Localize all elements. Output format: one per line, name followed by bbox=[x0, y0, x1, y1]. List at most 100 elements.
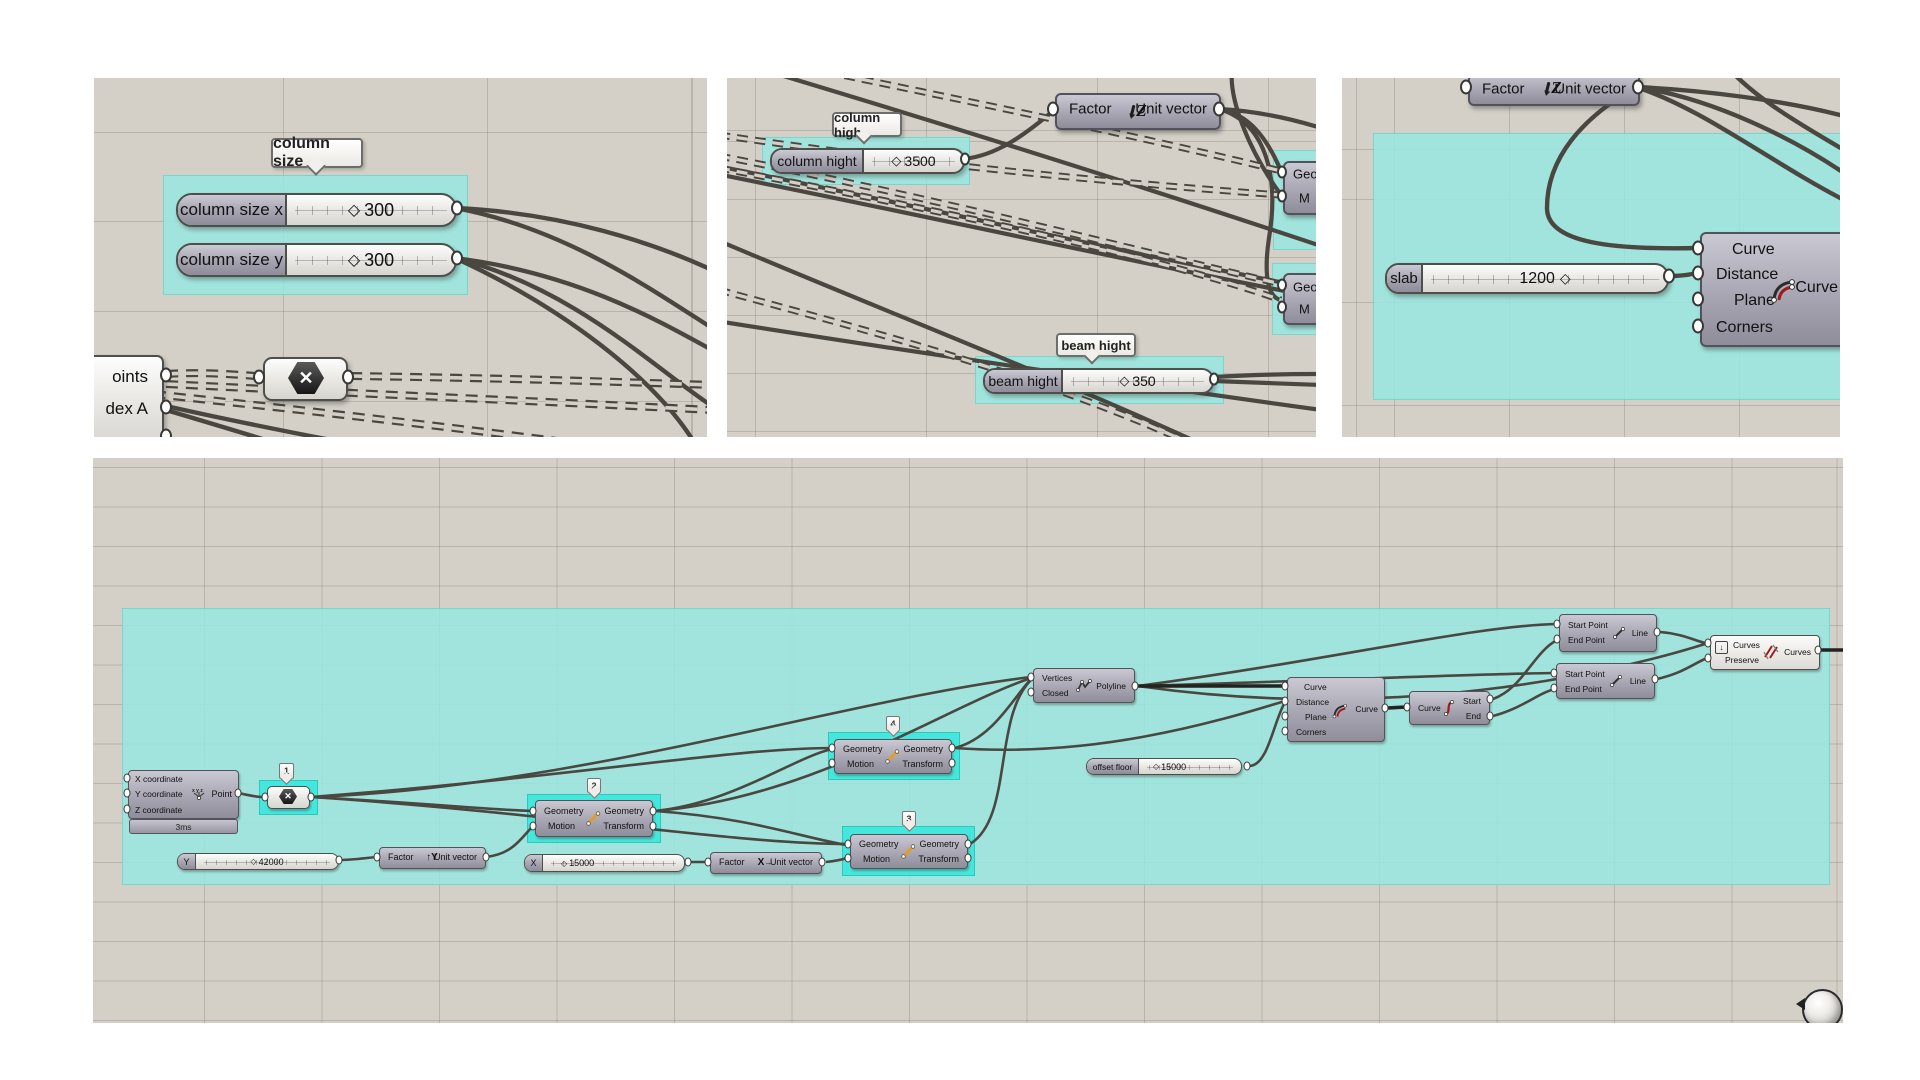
move-component-3[interactable]: Geometry Motion Geometry Transform bbox=[850, 834, 968, 869]
output-nub[interactable] bbox=[1651, 674, 1659, 684]
slider-beam-hight[interactable]: beam hight ◇350 bbox=[983, 368, 1214, 394]
input-nub[interactable] bbox=[1553, 634, 1561, 644]
slider-x[interactable]: X ◇15000 bbox=[524, 854, 685, 872]
input-nub[interactable] bbox=[1277, 300, 1287, 314]
slider-column-size-x[interactable]: column size x ◇300 bbox=[176, 193, 457, 227]
input-nub[interactable] bbox=[529, 806, 537, 816]
output-nub[interactable] bbox=[948, 758, 956, 768]
offset-curve-component[interactable]: Curve Distance Plane Corners Curve bbox=[1287, 677, 1385, 742]
partial-component[interactable]: oints dex A bbox=[94, 355, 164, 437]
output-nub[interactable] bbox=[335, 855, 343, 865]
endpoints-component[interactable]: Curve Start End bbox=[1409, 691, 1490, 725]
slider-track[interactable]: ◇300 bbox=[287, 195, 455, 225]
slider-grip-icon[interactable]: ◇ bbox=[891, 153, 902, 168]
unit-vector-z-component[interactable]: Factor Z Unit vector bbox=[1468, 78, 1640, 106]
input-nub[interactable] bbox=[1027, 687, 1035, 697]
input-nub[interactable] bbox=[1550, 683, 1558, 693]
slider-track[interactable]: ◇300 bbox=[287, 245, 455, 275]
output-nub[interactable] bbox=[964, 853, 972, 863]
slider-column-size-y[interactable]: column size y ◇300 bbox=[176, 243, 457, 277]
slider-grip-icon[interactable]: ◇ bbox=[250, 857, 257, 866]
slider-grip-icon[interactable]: ◇ bbox=[347, 202, 361, 219]
unit-vector-x-component[interactable]: Factor X→ Unit vector bbox=[710, 852, 822, 874]
slider-offset-floor[interactable]: offset floor ◇15000 bbox=[1086, 758, 1242, 775]
output-nub[interactable] bbox=[482, 852, 490, 862]
output-nub[interactable] bbox=[818, 857, 826, 867]
geo-partial-component-2[interactable]: Geo M bbox=[1283, 273, 1316, 325]
output-nub[interactable] bbox=[160, 367, 172, 383]
input-nub[interactable] bbox=[1550, 668, 1558, 678]
output-nub[interactable] bbox=[1213, 101, 1225, 117]
output-nub[interactable] bbox=[307, 792, 315, 802]
output-nub[interactable] bbox=[960, 152, 970, 166]
join-curves-component[interactable]: ↓ Curves Preserve Curves bbox=[1710, 635, 1820, 670]
input-nub[interactable] bbox=[844, 853, 852, 863]
input-nub[interactable] bbox=[1277, 165, 1287, 179]
input-nub[interactable] bbox=[373, 852, 381, 862]
line-component-2[interactable]: Start Point End Point Line bbox=[1556, 663, 1655, 699]
input-nub[interactable] bbox=[1460, 79, 1472, 95]
slider-grip-icon[interactable]: ◇ bbox=[1119, 373, 1130, 388]
input-nub[interactable] bbox=[253, 369, 265, 385]
slider-grip-icon[interactable]: ◇ bbox=[561, 858, 568, 868]
output-nub[interactable] bbox=[1663, 268, 1675, 284]
slider-track[interactable]: ◇15000 bbox=[543, 855, 684, 871]
input-nub[interactable] bbox=[828, 743, 836, 753]
group-name-tag[interactable]: column hight bbox=[832, 110, 902, 145]
multiply-node[interactable]: ✕ bbox=[267, 786, 310, 809]
slider-grip-icon[interactable]: ◇ bbox=[1153, 762, 1160, 771]
input-nub[interactable] bbox=[1553, 619, 1561, 629]
input-nub[interactable] bbox=[1047, 101, 1059, 117]
unit-vector-z-component[interactable]: Factor Z Unit vector bbox=[1055, 93, 1221, 130]
input-nub[interactable] bbox=[1277, 278, 1287, 292]
output-nub[interactable] bbox=[684, 857, 692, 867]
output-nub[interactable] bbox=[948, 743, 956, 753]
construct-point-component[interactable]: X coordinate Y coordinate Z coordinate x… bbox=[128, 770, 239, 819]
input-nub[interactable] bbox=[1403, 702, 1411, 712]
navigation-ball[interactable] bbox=[1802, 989, 1843, 1023]
output-nub[interactable] bbox=[234, 788, 242, 798]
input-nub[interactable] bbox=[704, 857, 712, 867]
output-nub[interactable] bbox=[451, 200, 463, 216]
input-nub[interactable] bbox=[1281, 696, 1289, 706]
unit-vector-y-component[interactable]: Factor ↑Y Unit vector bbox=[379, 847, 486, 869]
move-component-4[interactable]: Geometry Motion Geometry Transform bbox=[834, 739, 952, 774]
input-nub[interactable] bbox=[1027, 672, 1035, 682]
group-name-tag[interactable]: beam hight bbox=[1056, 333, 1136, 365]
input-nub[interactable] bbox=[844, 839, 852, 849]
input-nub[interactable] bbox=[261, 792, 269, 802]
multiply-node[interactable]: ✕ bbox=[263, 357, 348, 401]
output-nub[interactable] bbox=[649, 806, 657, 816]
output-nub[interactable] bbox=[160, 399, 172, 415]
output-nub[interactable] bbox=[1209, 372, 1219, 386]
slider-slab[interactable]: slab 1200◇ bbox=[1385, 263, 1669, 294]
input-nub[interactable] bbox=[1277, 189, 1287, 203]
input-nub[interactable] bbox=[1692, 318, 1704, 334]
input-nub[interactable] bbox=[1281, 711, 1289, 721]
output-nub[interactable] bbox=[1653, 627, 1661, 637]
input-nub[interactable] bbox=[1692, 240, 1704, 256]
slider-track[interactable]: 1200◇ bbox=[1423, 265, 1667, 292]
output-nub[interactable] bbox=[964, 839, 972, 849]
input-nub[interactable] bbox=[123, 804, 131, 814]
slider-track[interactable]: ◇3500 bbox=[864, 150, 963, 172]
group-name-tag[interactable]: column size bbox=[271, 135, 363, 176]
offset-curve-component[interactable]: Curve Distance Plane Corners Curve bbox=[1700, 232, 1840, 347]
input-nub[interactable] bbox=[529, 821, 537, 831]
output-nub[interactable] bbox=[1632, 79, 1644, 95]
output-nub[interactable] bbox=[451, 250, 463, 266]
slider-track[interactable]: ◇350 bbox=[1063, 370, 1212, 392]
output-nub[interactable] bbox=[342, 369, 354, 385]
output-nub[interactable] bbox=[1814, 645, 1822, 655]
output-nub[interactable] bbox=[1381, 703, 1389, 713]
input-nub[interactable] bbox=[123, 788, 131, 798]
slider-grip-icon[interactable]: ◇ bbox=[1559, 270, 1571, 286]
output-nub[interactable] bbox=[1486, 711, 1494, 721]
input-nub[interactable] bbox=[1692, 291, 1704, 307]
slider-track[interactable]: ◇42000 bbox=[196, 854, 338, 869]
output-nub[interactable] bbox=[1486, 694, 1494, 704]
slider-track[interactable]: ◇15000 bbox=[1139, 759, 1241, 774]
input-nub[interactable] bbox=[828, 758, 836, 768]
input-nub[interactable] bbox=[1704, 638, 1712, 648]
slider-y[interactable]: Y ◇42000 bbox=[177, 853, 339, 870]
